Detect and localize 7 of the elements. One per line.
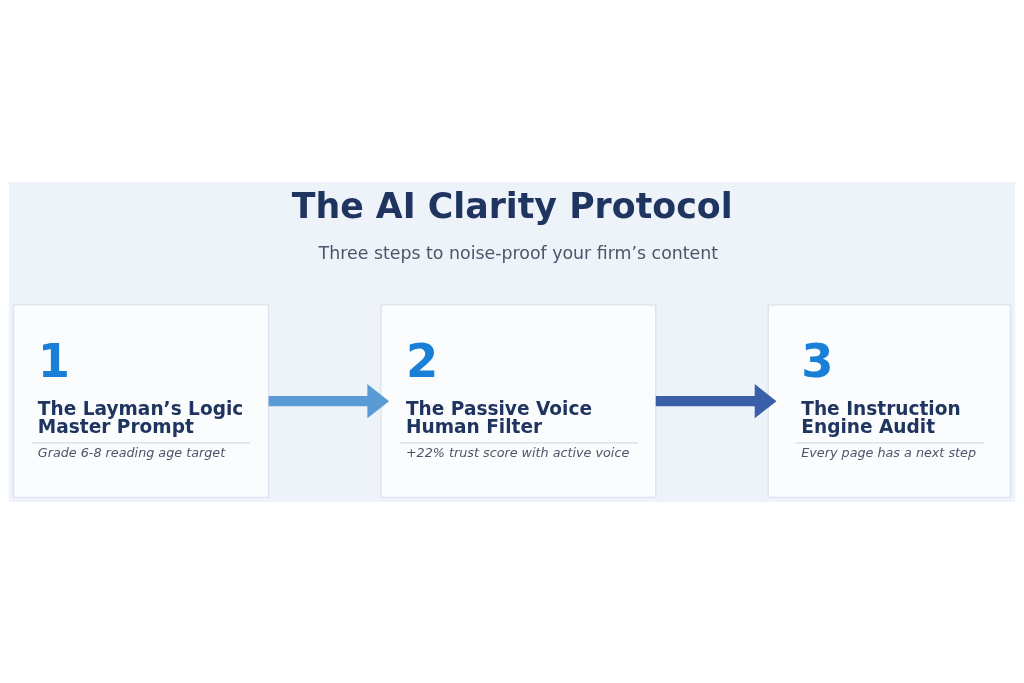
arrow <box>655 383 777 418</box>
arrow <box>268 383 390 418</box>
node-box: 3 The Instruction Engine Audit Every page has a next step <box>767 303 1012 498</box>
node-box: 1 The Layman’s Logic Master Prompt Grade 6-8 reading age target <box>12 303 270 498</box>
node-box: 2 The Passive Voice Human Filter +22% trust score with active voice <box>380 303 657 498</box>
label: Three steps to noise-proof your firm’s content <box>318 242 719 263</box>
diagram-title: The AI Clarity Protocol <box>291 185 733 226</box>
